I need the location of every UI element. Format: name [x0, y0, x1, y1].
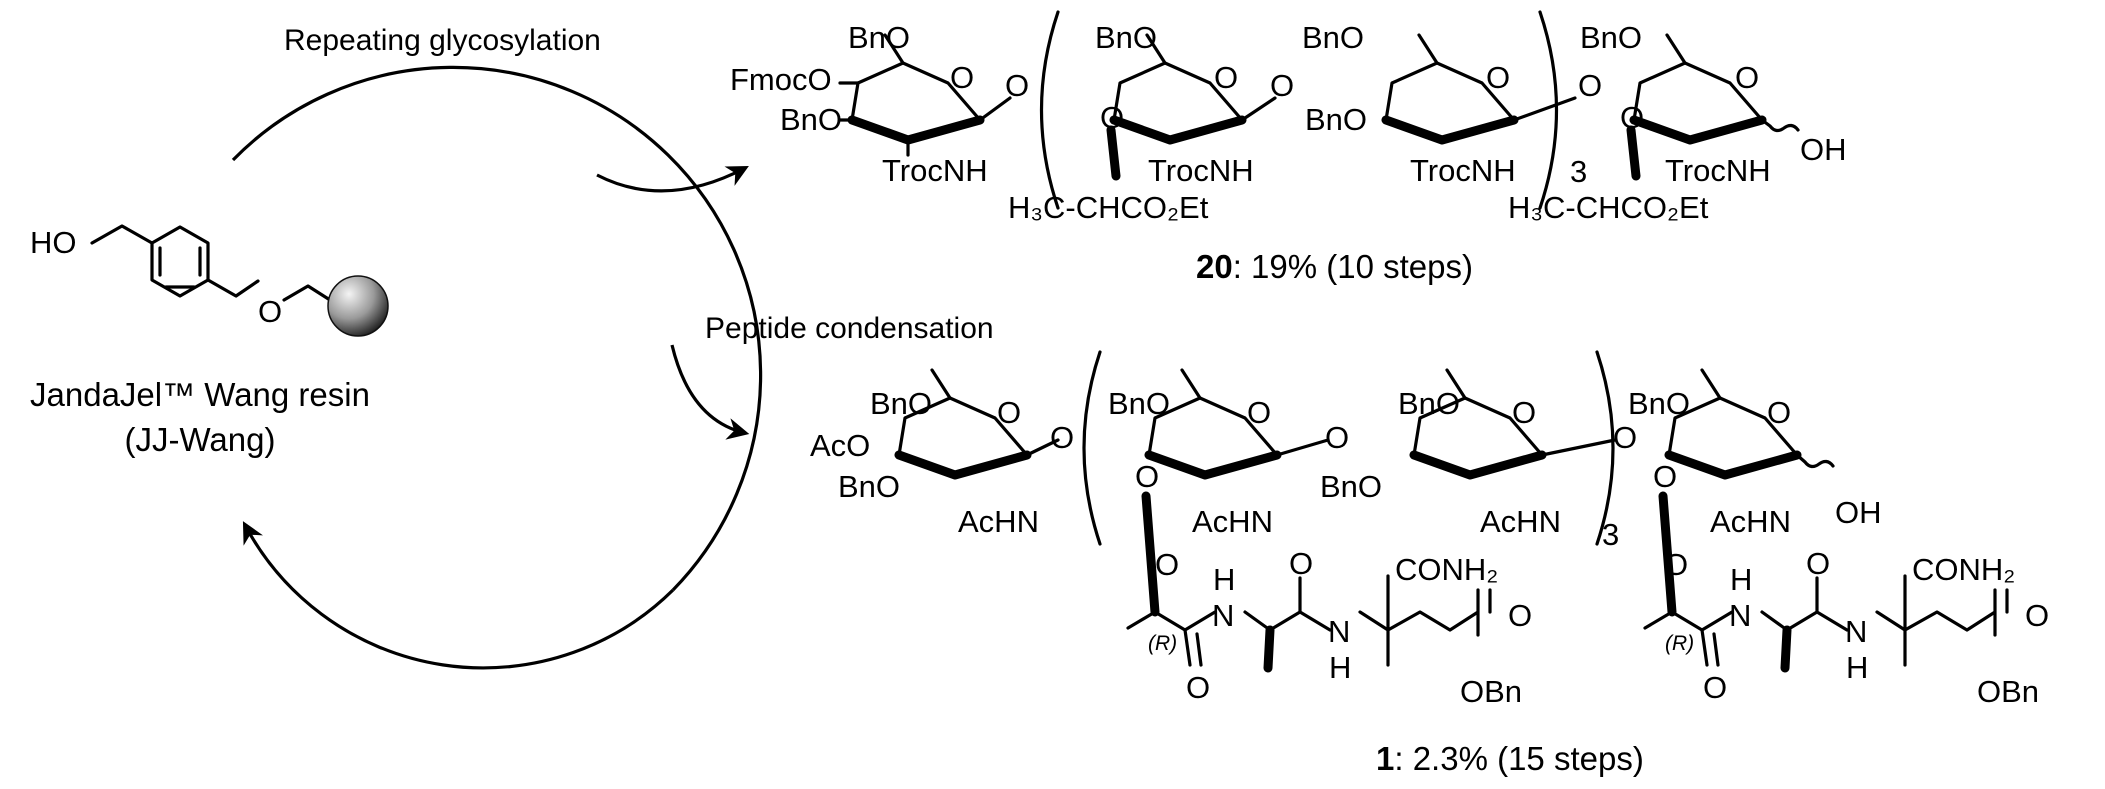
- p1-h-4: H: [1846, 650, 1868, 685]
- p20-link-o-3: O: [1578, 68, 1602, 103]
- p1-o-3: O: [1289, 546, 1313, 581]
- p1-bno-5: BnO: [1320, 469, 1382, 504]
- p1-paren-close: [1595, 350, 1615, 546]
- p20-bno-4: BnO: [1302, 20, 1364, 55]
- p1-conh2-2: CONH₂: [1912, 552, 2015, 587]
- p1-n-4: N: [1845, 614, 1867, 649]
- p20-caption: 20: 19% (10 steps): [1196, 248, 1473, 285]
- p1-achn-1: AcHN: [958, 504, 1039, 539]
- p1-id: 1: [1376, 740, 1394, 777]
- p1-achn-4: AcHN: [1710, 504, 1791, 539]
- p1-bno-4: BnO: [1398, 386, 1460, 421]
- p1-achn-2: AcHN: [1192, 504, 1273, 539]
- p20-link-o-1: O: [1005, 68, 1029, 103]
- p20-lactyl-ester-1: H₃C-CHCO₂Et: [1008, 190, 1209, 225]
- p1-o-5: O: [1664, 547, 1688, 582]
- p1-h-3: H: [1730, 562, 1752, 597]
- product-1: BnO AcO BnO O AcHN O 3 BnO O O AcHN O Bn…: [810, 350, 2049, 777]
- p20-bno-5: BnO: [1305, 102, 1367, 137]
- p1-peptide-chain-1: O (R) O H N O N H CONH₂ O OBn: [1126, 491, 1532, 709]
- p20-bno-6: BnO: [1580, 20, 1642, 55]
- p1-o-4: O: [1508, 598, 1532, 633]
- cycle-arc-return: [242, 521, 675, 670]
- p20-link-o-2: O: [1270, 68, 1294, 103]
- p1-ring-o-2: O: [1247, 395, 1271, 430]
- p1-link-o-2: O: [1325, 420, 1349, 455]
- p20-trocnh-3: TrocNH: [1410, 153, 1516, 188]
- resin-name: JandaJel™ Wang resin: [30, 376, 370, 413]
- p20-lactyl-ester-2: H₃C-CHCO₂Et: [1508, 190, 1709, 225]
- branch-arrow-glycosylation: [596, 165, 749, 193]
- p1-achn-3: AcHN: [1480, 504, 1561, 539]
- p1-caption: 1: 2.3% (15 steps): [1376, 740, 1644, 777]
- p20-trocnh-4: TrocNH: [1665, 153, 1771, 188]
- step-label-peptide: Peptide condensation: [705, 312, 994, 345]
- cycle-arrows: Repeating glycosylation Peptide condensa…: [231, 24, 994, 670]
- p1-o-1: O: [1155, 547, 1179, 582]
- p1-o-lactyl-2: O: [1653, 459, 1677, 494]
- p1-ring-o-4: O: [1767, 395, 1791, 430]
- p20-trocnh-2: TrocNH: [1148, 153, 1254, 188]
- p20-repeat-n: 3: [1570, 154, 1587, 189]
- p1-h-2: H: [1329, 650, 1351, 685]
- p1-oh: OH: [1835, 495, 1882, 530]
- p20-bno-2: BnO: [780, 102, 842, 137]
- p1-paren-open: [1082, 350, 1102, 546]
- p20-fmoco: FmocO: [730, 62, 832, 97]
- p20-ring-o-4: O: [1735, 60, 1759, 95]
- resin-bead: [327, 275, 389, 337]
- p20-paren-open: [1039, 10, 1060, 210]
- p1-obn-2: OBn: [1977, 674, 2039, 709]
- p1-peptide-chain-2: O (R) O H N O N H CONH₂ O OBn: [1643, 491, 2049, 709]
- p1-o-7: O: [1806, 546, 1830, 581]
- p1-bno-2: BnO: [838, 469, 900, 504]
- p20-bno-3: BnO: [1095, 20, 1157, 55]
- p20-bno-1: BnO: [848, 20, 910, 55]
- p20-ring-o-3: O: [1486, 60, 1510, 95]
- p1-o-6: O: [1703, 670, 1727, 705]
- product-20: BnO FmocO BnO O TrocNH O 3 BnO O O TrocN…: [730, 10, 1847, 285]
- resin-hydroxyl-label: HO: [30, 225, 77, 260]
- p1-o-lactyl-1: O: [1135, 459, 1159, 494]
- p20-id: 20: [1196, 248, 1233, 285]
- p1-n-1: N: [1212, 598, 1234, 633]
- p20-ring-o-1: O: [950, 60, 974, 95]
- step-label-glycosylation: Repeating glycosylation: [284, 24, 601, 57]
- p20-paren-close: [1538, 10, 1559, 210]
- p1-bno-3: BnO: [1108, 386, 1170, 421]
- wang-resin: HO O JandaJel™ Wang resin (JJ-Wang): [30, 224, 389, 458]
- p1-obn-1: OBn: [1460, 674, 1522, 709]
- p1-bno-1: BnO: [870, 386, 932, 421]
- p1-aco: AcO: [810, 428, 870, 463]
- p1-yield: : 2.3% (15 steps): [1394, 740, 1643, 777]
- p1-link-o-1: O: [1050, 420, 1074, 455]
- branch-arrow-peptide: [670, 344, 750, 440]
- p1-n-2: N: [1328, 614, 1350, 649]
- p1-o-2: O: [1186, 670, 1210, 705]
- p1-stereo-2: (R): [1665, 632, 1694, 655]
- p1-link-o-3: O: [1613, 420, 1637, 455]
- p1-bno-6: BnO: [1628, 386, 1690, 421]
- p20-oh: OH: [1800, 132, 1847, 167]
- p1-conh2-1: CONH₂: [1395, 552, 1498, 587]
- p1-o-8: O: [2025, 598, 2049, 633]
- p1-ring-o-1: O: [997, 395, 1021, 430]
- p1-ring-o-3: O: [1512, 395, 1536, 430]
- p20-trocnh-1: TrocNH: [882, 153, 988, 188]
- resin-abbrev: (JJ-Wang): [125, 421, 276, 458]
- cycle-arc-main: [231, 65, 763, 592]
- p1-h-1: H: [1213, 562, 1235, 597]
- p1-wavy-bond: [1795, 453, 1835, 469]
- p1-stereo-1: (R): [1148, 632, 1177, 655]
- p20-ring-o-2: O: [1214, 60, 1238, 95]
- p20-yield: : 19% (10 steps): [1233, 248, 1473, 285]
- p20-wavy-bond: [1760, 118, 1800, 133]
- p1-n-3: N: [1729, 598, 1751, 633]
- resin-ether-o-label: O: [258, 294, 282, 329]
- p1-repeat-n: 3: [1602, 517, 1619, 552]
